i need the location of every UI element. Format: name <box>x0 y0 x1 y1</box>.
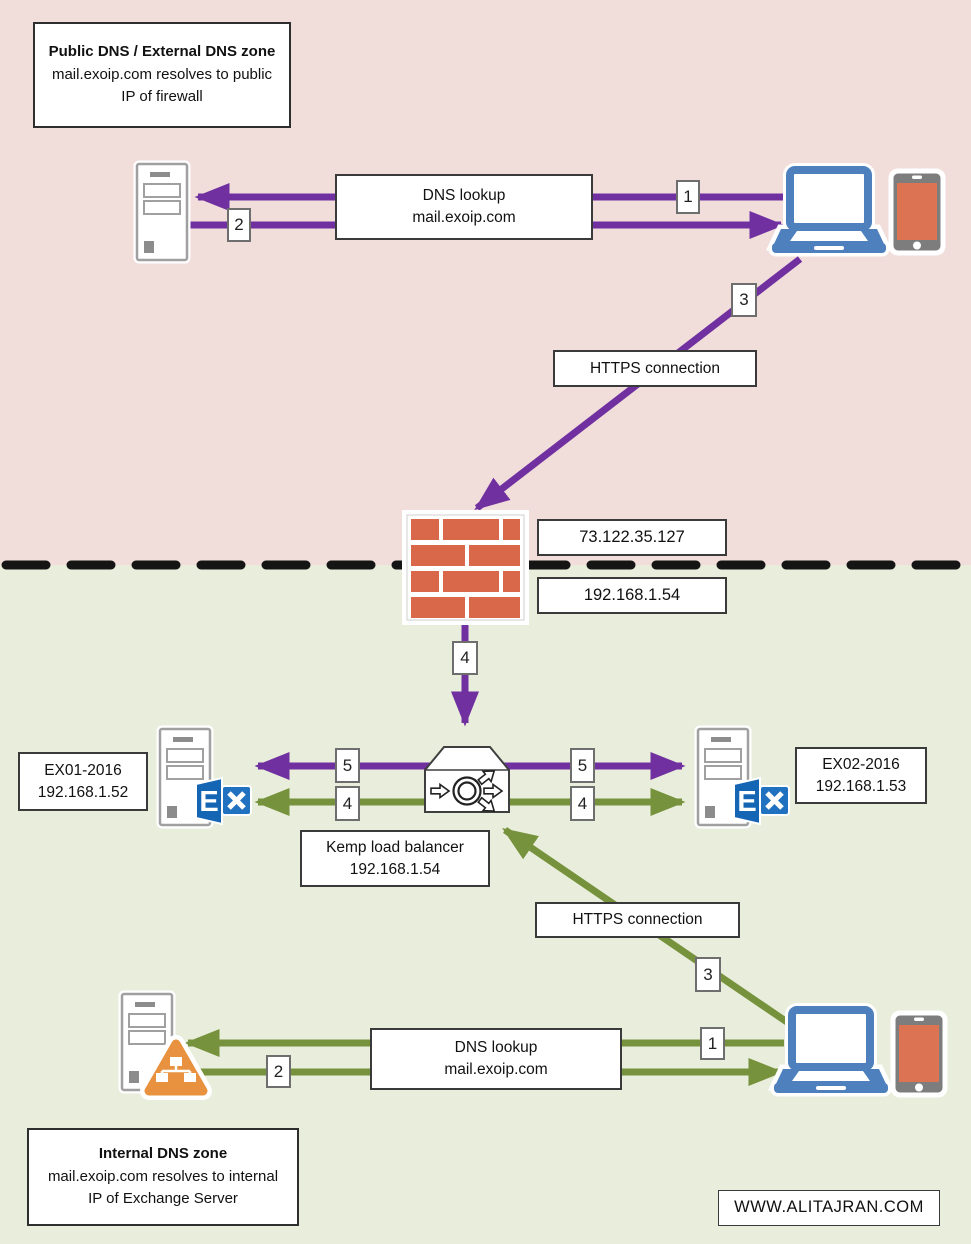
dns-triangle-icon <box>140 1035 212 1100</box>
step-badge-lb-ex02-green: 4 <box>570 786 595 821</box>
https-connection-label-bottom: HTTPS connection <box>535 902 740 938</box>
website-watermark: WWW.ALITAJRAN.COM <box>718 1190 940 1226</box>
public-dns-zone-body: mail.exoip.com resolves to public IP of … <box>51 65 273 106</box>
ex01-label: EX01-2016 192.168.1.52 <box>18 752 148 811</box>
internal-tablet-icon <box>893 1013 945 1095</box>
load-balancer-icon <box>424 746 510 818</box>
kemp-load-balancer-label: Kemp load balancer 192.168.1.54 <box>300 830 490 887</box>
ex02-exchange-logo-icon <box>734 778 789 824</box>
https-connection-label-top: HTTPS connection <box>553 350 757 387</box>
step-badge-lb-ex01-green: 4 <box>335 786 360 821</box>
public-dns-server-icon <box>137 164 187 260</box>
dns-lookup-label-bottom: DNS lookup mail.exoip.com <box>370 1028 622 1090</box>
step-badge-int-dns-request: 1 <box>700 1027 725 1060</box>
step-badge-ext-dns-response: 2 <box>227 208 251 242</box>
step-badge-int-dns-response: 2 <box>266 1055 291 1088</box>
internal-dns-zone-body: mail.exoip.com resolves to internal IP o… <box>47 1167 279 1208</box>
internal-dns-zone-note: Internal DNS zone mail.exoip.com resolve… <box>27 1128 299 1226</box>
firewall-private-ip-label: 192.168.1.54 <box>537 577 727 614</box>
step-badge-int-https: 3 <box>695 957 721 992</box>
ex02-label: EX02-2016 192.168.1.53 <box>795 747 927 804</box>
step-badge-ext-https: 3 <box>731 283 757 317</box>
step-badge-firewall-to-lb: 4 <box>452 641 478 675</box>
public-dns-zone-note: Public DNS / External DNS zone mail.exoi… <box>33 22 291 128</box>
step-badge-ext-dns-request: 1 <box>676 180 700 214</box>
firewall-public-ip-label: 73.122.35.127 <box>537 519 727 556</box>
dns-lookup-label-top: DNS lookup mail.exoip.com <box>335 174 593 240</box>
internal-laptop-icon <box>774 1010 888 1093</box>
step-badge-lb-ex02-purple: 5 <box>570 748 595 783</box>
step-badge-lb-ex01-purple: 5 <box>335 748 360 783</box>
ex01-exchange-logo-icon <box>196 778 251 824</box>
external-laptop-icon <box>772 170 886 253</box>
internal-dns-zone-title: Internal DNS zone <box>98 1145 228 1163</box>
external-tablet-icon <box>891 171 943 253</box>
firewall-icon <box>402 510 529 625</box>
public-dns-zone-title: Public DNS / External DNS zone <box>48 43 276 61</box>
